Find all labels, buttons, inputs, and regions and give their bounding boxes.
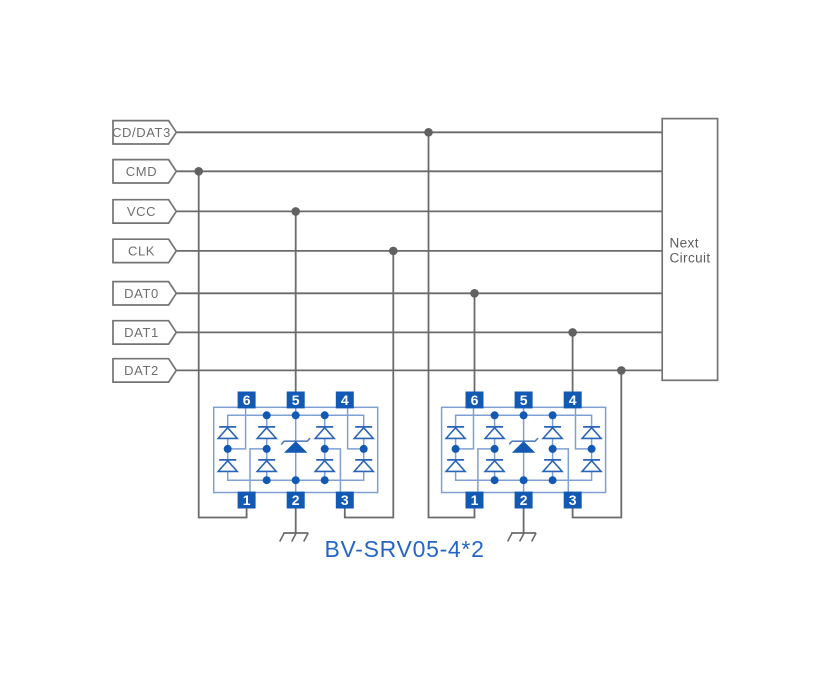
signal-row-clk: CLK — [112, 238, 663, 264]
signal-row-cmd: CMD — [112, 158, 663, 184]
signal-flag-cmd — [112, 158, 178, 184]
signal-row-dat1: DAT1 — [112, 319, 663, 345]
wire-u1-pin3-to-clk — [343, 250, 395, 519]
signal-row-dat2: DAT2 — [112, 357, 663, 383]
signal-label-dat0: DAT0 — [124, 286, 159, 301]
signal-flag-dat1 — [112, 319, 178, 345]
signal-label-cmd: CMD — [126, 164, 157, 179]
next-circuit-line2: Circuit — [670, 250, 711, 265]
tvs-array-2 — [440, 390, 607, 510]
junction-cd-dat3 — [424, 128, 433, 137]
signal-label-dat1: DAT1 — [124, 325, 159, 340]
ground-symbol-1 — [278, 532, 310, 543]
signal-label-clk: CLK — [128, 244, 155, 259]
next-circuit-block: Next Circuit — [661, 117, 719, 382]
ground-symbol-2 — [506, 532, 537, 543]
tvs-array-1 — [212, 390, 379, 510]
junction-clk — [389, 246, 398, 256]
connection-wires — [197, 132, 623, 533]
signal-flag-vcc — [112, 198, 178, 224]
signal-label-dat2: DAT2 — [124, 363, 159, 378]
signal-flag-clk — [112, 238, 178, 264]
wire-cd-dat3-to-u2-pin1 — [427, 132, 476, 519]
signal-flag-dat0 — [112, 280, 178, 306]
signal-row-cd-dat3: CD/DAT3 — [112, 119, 663, 145]
wire-cmd-to-u1-pin1 — [197, 171, 248, 519]
signal-label-cd-dat3: CD/DAT3 — [112, 125, 171, 140]
signal-flag-cd-dat3 — [112, 119, 178, 145]
next-circuit-line1: Next — [670, 235, 699, 250]
junction-dat0 — [470, 289, 479, 298]
next-circuit-box — [661, 117, 719, 382]
junction-vcc — [291, 207, 301, 216]
junction-dat2 — [617, 366, 626, 375]
part-label: BV-SRV05-4*2 — [324, 536, 484, 562]
signal-row-vcc: VCC — [112, 198, 663, 224]
junction-dots — [194, 128, 626, 375]
signal-flag-dat2 — [112, 357, 178, 383]
signal-label-vcc: VCC — [127, 204, 156, 219]
junction-cmd — [194, 167, 203, 176]
signal-rows: CD/DAT3 CMD VCC CLK DAT0 — [112, 119, 663, 383]
signal-row-dat0: DAT0 — [112, 280, 663, 306]
junction-dat1 — [568, 328, 577, 337]
wire-u2-pin3-to-dat2 — [571, 370, 623, 519]
